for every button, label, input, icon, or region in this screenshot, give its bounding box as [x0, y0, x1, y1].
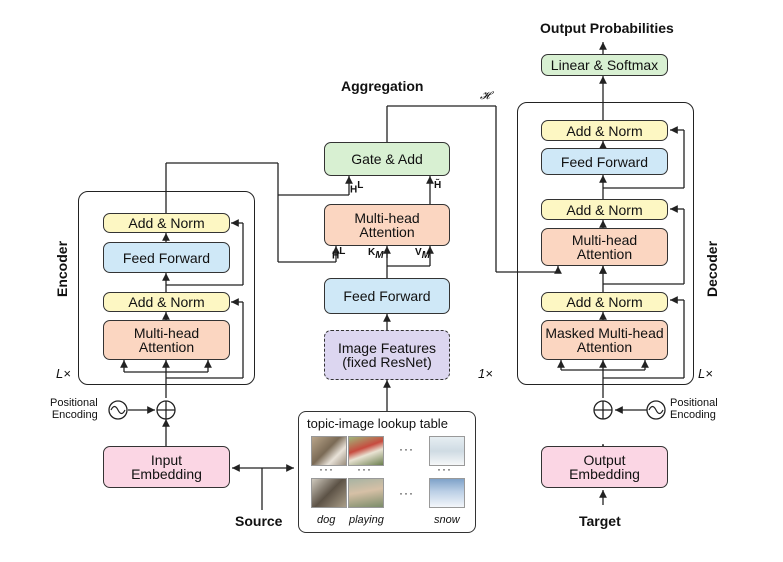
caption-playing: playing — [349, 514, 384, 526]
encoder-repeat-label: L× — [56, 366, 71, 381]
encoder-add-norm-bottom: Add & Norm — [103, 292, 230, 312]
hl-gate-h: H — [350, 184, 358, 196]
encoder-attention-line1: Multi-head — [133, 325, 200, 341]
decoder-pos-line1: Positional — [670, 397, 718, 409]
image-features-line1: Image Features — [337, 340, 437, 356]
output-embedding: Output Embedding — [541, 446, 668, 488]
output-probabilities-title: Output Probabilities — [540, 20, 674, 36]
caption-snow: snow — [434, 514, 460, 526]
row-dots-2: ··· — [399, 486, 414, 500]
encoder-feed-forward: Feed Forward — [103, 242, 230, 273]
dog-image-1 — [311, 436, 347, 466]
km-k: K — [368, 247, 376, 258]
input-embedding: Input Embedding — [103, 446, 230, 488]
thumb-dots-1: ··· — [319, 462, 334, 476]
source-label: Source — [235, 513, 283, 529]
vm-sub: M — [421, 250, 431, 261]
decoder-feed-forward: Feed Forward — [541, 148, 668, 175]
decoder-multi-head-attention: Multi-head Attention — [541, 228, 668, 266]
decoder-masked-multi-head-attention: Masked Multi-head Attention — [541, 320, 668, 360]
encoder-title: Encoder — [54, 240, 70, 297]
input-embedding-line1: Input — [150, 452, 183, 468]
decoder-add-norm-bottom: Add & Norm — [541, 292, 668, 312]
decoder-attention-line2: Attention — [576, 246, 633, 262]
playing-image-2 — [348, 478, 384, 508]
hl-gate-sup: L — [357, 180, 364, 191]
image-features: Image Features (fixed ResNet) — [324, 330, 450, 380]
encoder-pos-line1: Positional — [50, 397, 98, 409]
aggregation-multi-head-attention: Multi-head Attention — [324, 204, 450, 246]
gate-and-add: Gate & Add — [324, 142, 450, 176]
encoder-multi-head-attention: Multi-head Attention — [103, 320, 230, 360]
decoder-add-norm-mid: Add & Norm — [541, 199, 668, 220]
hl-gate-label: HL — [350, 180, 363, 195]
km-sub: M — [375, 250, 384, 261]
lookup-title: topic-image lookup table — [307, 416, 448, 431]
decoder-frame — [517, 102, 694, 385]
playing-image-1 — [348, 436, 384, 466]
aggregation-feed-forward: Feed Forward — [324, 278, 450, 314]
hl-attn-h: H — [332, 250, 340, 262]
hcal-label: 𝓗 — [480, 90, 490, 102]
dog-image-2 — [311, 478, 347, 508]
aggregation-title: Aggregation — [341, 78, 424, 94]
decoder-pos-line2: Encoding — [670, 409, 716, 421]
snow-image-2 — [429, 478, 465, 508]
vm-label: VM — [415, 247, 430, 261]
km-label: KM — [368, 247, 384, 261]
aggregation-attention-line1: Multi-head — [354, 210, 420, 226]
encoder-pos-line2: Encoding — [51, 409, 98, 421]
decoder-add-norm-top: Add & Norm — [541, 120, 668, 141]
snow-image-1 — [429, 436, 465, 466]
output-embedding-line1: Output — [583, 452, 626, 468]
linear-softmax: Linear & Softmax — [541, 54, 668, 76]
decoder-repeat-label: L× — [698, 366, 713, 381]
aggregation-repeat-label: 1× — [478, 366, 493, 381]
decoder-masked-line2: Attention — [576, 339, 633, 355]
decoder-masked-line1: Masked Multi-head — [545, 325, 664, 341]
encoder-frame — [78, 191, 255, 385]
hl-attention-label: HL — [332, 246, 345, 261]
encoder-positional-encoding-label: Positional Encoding — [50, 397, 98, 421]
h-tilde-label: H̃ — [434, 180, 442, 191]
caption-dog: dog — [317, 514, 336, 526]
vm-v: V — [415, 247, 422, 258]
image-features-line2: (fixed ResNet) — [342, 354, 432, 370]
topic-image-lookup-table: topic-image lookup table ··· ··· ··· ···… — [298, 411, 476, 533]
output-embedding-line2: Embedding — [569, 466, 640, 482]
encoder-attention-line2: Attention — [138, 339, 195, 355]
target-label: Target — [579, 513, 621, 529]
row-dots-1: ··· — [399, 442, 414, 456]
thumb-dots-3: ··· — [437, 462, 452, 476]
decoder-title: Decoder — [704, 240, 720, 297]
encoder-add-norm-top: Add & Norm — [103, 213, 230, 233]
decoder-attention-line1: Multi-head — [571, 232, 638, 248]
decoder-positional-encoding-label: Positional Encoding — [670, 397, 718, 421]
hl-attn-sup: L — [339, 246, 346, 257]
aggregation-attention-line2: Attention — [359, 224, 415, 240]
input-embedding-line2: Embedding — [131, 466, 202, 482]
thumb-dots-2: ··· — [357, 462, 372, 476]
